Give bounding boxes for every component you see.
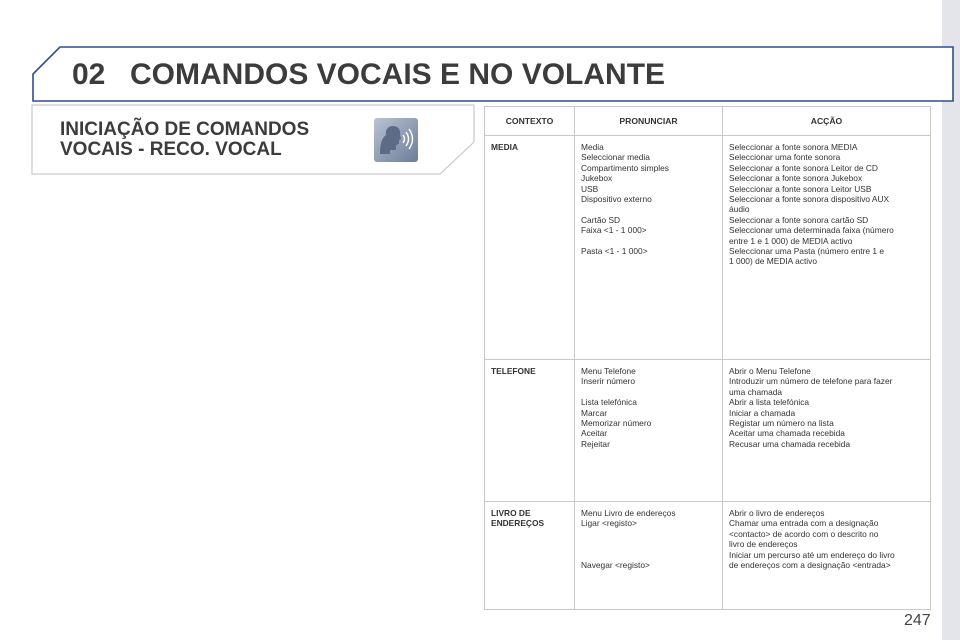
pronounce-line: USB <box>581 183 599 194</box>
action-line: livro de endereços <box>729 539 798 550</box>
action-line: Abrir a lista telefónica <box>729 397 810 408</box>
pronounce-line: Marcar <box>581 407 608 418</box>
action-line: Seleccionar a fonte sonora cartão SD <box>729 214 869 225</box>
section-title: INICIAÇÃO DE COMANDOS VOCAIS - RECO. VOC… <box>60 120 360 160</box>
pronounce-line: Lista telefónica <box>581 397 637 408</box>
section-title-line-2: VOCAIS - RECO. VOCAL <box>60 139 282 160</box>
pronounce-line: Aceitar <box>581 428 608 439</box>
voice-command-icon <box>374 118 418 162</box>
action-line: Abrir o Menu Telefone <box>729 366 811 376</box>
action-line: Seleccionar uma fonte sonora <box>729 152 841 163</box>
column-header-pronounce: PRONUNCIAR <box>574 106 723 136</box>
pronounce-line: Jukebox <box>581 173 613 184</box>
action-line: entre 1 e 1 000) de MEDIA activo <box>729 235 853 246</box>
action-line: Seleccionar uma Pasta (número entre 1 e <box>729 246 885 257</box>
action-line: Recusar uma chamada recebida <box>729 438 851 449</box>
pronounce-line: Faixa <1 - 1 000> <box>581 225 647 236</box>
action-line: Iniciar um percurso até um endereço do l… <box>729 549 895 560</box>
pronounce-line: Menu Livro de endereços <box>581 508 676 518</box>
column-header-context: CONTEXTO <box>484 106 575 136</box>
pronounce-line: Navegar <registo> <box>581 559 650 570</box>
action-line: Seleccionar a fonte sonora Jukebox <box>729 173 863 184</box>
action-line: áudio <box>729 204 750 215</box>
section-title-panel <box>31 104 475 176</box>
action-line: Seleccionar a fonte sonora dispositivo A… <box>729 194 890 205</box>
action-line: Abrir o livro de endereços <box>729 508 825 518</box>
page-edge-strip <box>942 0 960 640</box>
action-line: <contacto> de acordo com o descrito no <box>729 528 879 539</box>
context-cell: TELEFONE <box>484 359 575 502</box>
chapter-number: 02 <box>72 58 106 91</box>
action-line: Seleccionar uma determinada faixa (númer… <box>729 225 894 236</box>
action-line: Seleccionar a fonte sonora Leitor USB <box>729 183 872 194</box>
context-line: ENDEREÇOS <box>491 518 545 529</box>
pronounce-line: Cartão SD <box>581 214 621 225</box>
pronounce-line: Menu Telefone <box>581 366 636 376</box>
action-line: Seleccionar a fonte sonora Leitor de CD <box>729 162 878 173</box>
cell-spacer <box>581 550 716 560</box>
context-cell: MEDIA <box>484 135 575 360</box>
pronounce-line: Ligar <registo> <box>581 518 637 529</box>
chapter-title: COMANDOS VOCAIS E NO VOLANTE <box>130 58 666 91</box>
column-header-action: ACÇÃO <box>722 106 931 136</box>
action-line: Introduzir um número de telefone para fa… <box>729 376 893 387</box>
pronounce-line: Memorizar número <box>581 418 652 429</box>
page-number: 247 <box>904 612 931 629</box>
action-line: Registar um número na lista <box>729 418 834 429</box>
cell-spacer <box>581 539 716 549</box>
table-header-row: CONTEXTO PRONUNCIAR ACÇÃO <box>484 106 931 136</box>
pronounce-line: Compartimento simples <box>581 162 669 173</box>
context-line: MEDIA <box>491 142 518 152</box>
action-line: Iniciar a chamada <box>729 407 796 418</box>
cell-spacer <box>581 529 716 539</box>
pronounce-line: Media <box>581 142 604 152</box>
action-line: Seleccionar a fonte sonora MEDIA <box>729 142 858 152</box>
action-line: de endereços com a designação <entrada> <box>729 560 891 571</box>
pronounce-line: Pasta <1 - 1 000> <box>581 246 648 257</box>
pronounce-line: Dispositivo externo <box>581 194 652 205</box>
cell-spacer <box>581 236 716 246</box>
context-line: LIVRO DE <box>491 508 531 518</box>
cell-spacer <box>581 387 716 397</box>
action-line: 1 000) de MEDIA activo <box>729 256 817 267</box>
context-line: TELEFONE <box>491 366 536 376</box>
pronounce-line: Inserir número <box>581 376 635 387</box>
cell-spacer <box>581 204 716 214</box>
pronounce-line: Rejeitar <box>581 438 610 449</box>
action-line: Aceitar uma chamada recebida <box>729 428 845 439</box>
action-line: Chamar uma entrada com a designação <box>729 518 879 529</box>
section-title-line-1: INICIAÇÃO DE COMANDOS <box>60 119 310 140</box>
chapter-header-frame <box>32 46 954 102</box>
pronounce-line: Seleccionar media <box>581 152 650 163</box>
action-line: uma chamada <box>729 386 783 397</box>
